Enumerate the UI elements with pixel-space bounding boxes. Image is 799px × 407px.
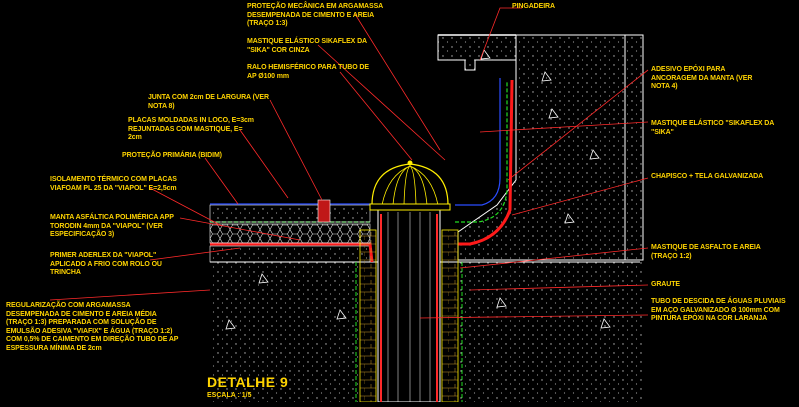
label-isolamento: ISOLAMENTO TÉRMICO COM PLACAS VIAFOAM PL… xyxy=(50,176,177,192)
leader-lines xyxy=(49,7,649,319)
detail-scale: ESCALA : 1/5 xyxy=(207,392,252,399)
label-tubo: TUBO DE DESCIDA DE ÁGUAS PLUVIAIS EM AÇO… xyxy=(651,298,786,322)
label-ralo: RALO HEMISFÉRICO PARA TUBO DE AP Ø100 mm xyxy=(247,64,369,80)
drain-dome xyxy=(369,160,451,211)
label-adesivo: ADESIVO EPÓXI PARA ANCORAGEM DA MANTA (V… xyxy=(651,66,753,90)
drain-pipe xyxy=(355,207,463,403)
label-graute: GRAUTE xyxy=(651,281,680,288)
protection-layer xyxy=(209,204,371,223)
label-mastique-sikaflex-right: MASTIQUE ELÁSTICO "SIKAFLEX DA "SIKA" xyxy=(651,120,775,136)
label-protecao-primaria: PROTEÇÃO PRIMÁRIA (BIDIM) xyxy=(122,152,222,159)
label-primer: PRIMER ADERLEX DA "VIAPOL" APLICADO A FR… xyxy=(50,252,162,276)
mechanical-protection-right xyxy=(455,78,501,206)
insulation-layer xyxy=(209,223,371,244)
label-chapisco: CHAPISCO + TELA GALVANIZADA xyxy=(651,173,764,180)
label-placas: PLACAS MOLDADAS IN LOCO, E=3cm REJUNTADA… xyxy=(128,117,254,141)
concrete-slab xyxy=(210,260,643,402)
label-mastique-asfalto: MASTIQUE DE ASFALTO E AREIA (TRAÇO 1:2) xyxy=(651,244,761,260)
label-pingadeira: PINGADEIRA xyxy=(512,3,555,10)
label-junta: JUNTA COM 2cm DE LARGURA (VER NOTA 8) xyxy=(148,94,269,110)
joint-block xyxy=(317,199,331,223)
masonry-wall xyxy=(437,34,644,261)
label-regularizacao: REGULARIZAÇÃO COM ARGAMASSA DESEMPENADA … xyxy=(6,302,179,352)
label-protecao-mecanica: PROTEÇÃO MECÂNICA EM ARGAMASSA DESEMPENA… xyxy=(247,3,384,27)
label-manta: MANTA ASFÁLTICA POLIMÉRICA APP TORODIN 4… xyxy=(50,214,174,238)
label-mastique-sikaflex-top: MASTIQUE ELÁSTICO SIKAFLEX DA "SIKA" COR… xyxy=(247,38,367,54)
detail-title: DETALHE 9 xyxy=(207,374,289,390)
